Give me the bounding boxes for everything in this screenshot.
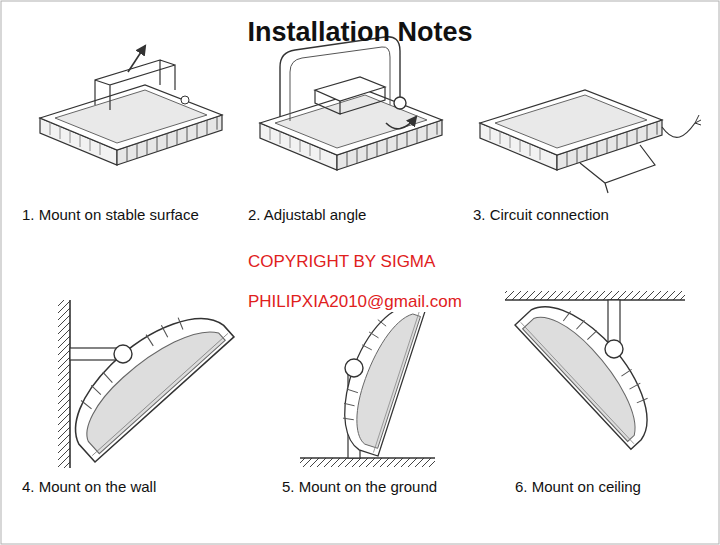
- step-caption: 1. Mount on stable surface: [22, 206, 199, 224]
- step-caption: 2. Adjustabl angle: [248, 206, 366, 224]
- floodlight-ground-mount: [300, 295, 435, 467]
- diagram-title: Installation Notes: [0, 16, 720, 48]
- step-caption: 4. Mount on the wall: [22, 478, 156, 496]
- step-caption: 5. Mount on the ground: [282, 478, 437, 496]
- floodlight-ceiling-mount: [505, 287, 685, 450]
- step-caption: 3. Circuit connection: [473, 206, 609, 224]
- floodlight-wall-mount: [54, 291, 234, 468]
- floodlight-surface-mount: [40, 46, 222, 165]
- floodlight-adjust-angle: [260, 37, 442, 170]
- step-caption: 6. Mount on ceiling: [515, 478, 641, 496]
- watermark: COPYRIGHT BY SIGMA: [246, 252, 437, 272]
- floodlight-circuit: [480, 90, 701, 193]
- watermark: PHILIPXIA2010@gmail.com: [246, 292, 464, 312]
